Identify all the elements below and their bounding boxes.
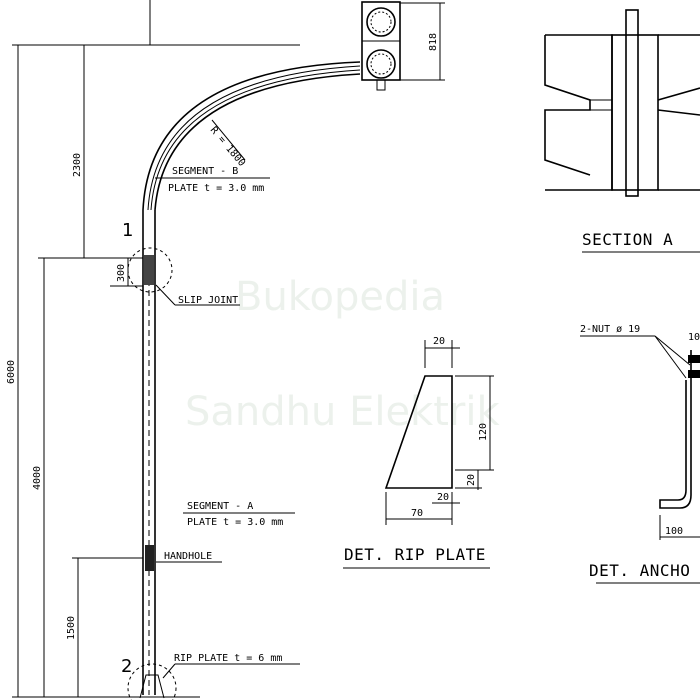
anchor-detail: 2-NUT ø 19 10 100 DET. ANCHO <box>580 324 700 584</box>
detail-2-bubble <box>127 663 177 700</box>
slip-length-label: 300 <box>116 264 127 282</box>
arm-curve-inner <box>154 73 361 211</box>
arm-curve-outer <box>142 61 361 211</box>
anchor-dim-bottom: 100 <box>665 526 683 537</box>
detail-marker-1: 1 <box>122 220 133 241</box>
anchor-bolt <box>659 350 692 509</box>
rip-dim-top: 20 <box>433 336 445 347</box>
anchor-nut-2 <box>688 370 700 378</box>
detail-marker-2: 2 <box>121 656 132 677</box>
watermark-line-2: Sandhu Elektrik <box>185 389 500 435</box>
radius-label: R = 1800 <box>208 125 247 169</box>
rip-plate-detail: 20 120 20 20 70 DET. RIP PLATE <box>343 336 494 569</box>
plate-b-label: PLATE t = 3.0 mm <box>168 183 264 194</box>
segment-a-label: SEGMENT - A <box>187 501 253 512</box>
segment-b-label: SEGMENT - B <box>172 166 238 177</box>
rip-dim-base: 70 <box>411 508 423 519</box>
rip-dim-base-small: 20 <box>437 492 449 503</box>
total-height-label: 6000 <box>6 360 17 384</box>
arm-curve-mid-1 <box>147 65 361 211</box>
signal-lamp-bottom <box>366 49 396 79</box>
watermark-line-1: Bukopedia <box>235 274 445 320</box>
rip-plate-title: DET. RIP PLATE <box>344 545 486 564</box>
anchor-dim-top: 10 <box>688 332 700 343</box>
slip-joint-label: SLIP JOINT <box>178 295 238 306</box>
seg-b-height-label: 2300 <box>72 153 83 177</box>
head-dim-label: 818 <box>428 33 439 51</box>
section-a-detail: SECTION A <box>544 9 700 253</box>
anchor-title: DET. ANCHO <box>589 561 690 580</box>
section-a-title: SECTION A <box>582 230 673 249</box>
handhole-height-label: 1500 <box>66 616 77 640</box>
seg-a-height-label: 4000 <box>32 466 43 490</box>
rip-dim-inner: 20 <box>466 474 477 486</box>
center-flange <box>625 9 639 197</box>
height-dimensions: 6000 2300 300 4000 1500 <box>6 45 143 698</box>
handhole-mark <box>145 545 154 571</box>
rip-dim-height: 120 <box>478 423 489 441</box>
watermark: Bukopedia Sandhu Elektrik <box>185 274 500 435</box>
handhole-label: HANDHOLE <box>164 551 212 562</box>
traffic-signal-head <box>361 1 401 91</box>
rip-plate-shape <box>384 375 453 489</box>
slip-joint-mark <box>144 255 154 285</box>
anchor-nut-1 <box>688 355 700 363</box>
plate-a-label: PLATE t = 3.0 mm <box>187 517 283 528</box>
rip-plate-label: RIP PLATE t = 6 mm <box>174 653 282 664</box>
nut-label: 2-NUT ø 19 <box>580 324 640 335</box>
signal-lamp-top <box>366 7 396 37</box>
pole-elevation: 818 R = 1800 1 2 <box>12 0 445 700</box>
arm-curve-mid-2 <box>150 69 361 211</box>
callouts: SEGMENT - B PLATE t = 3.0 mm SLIP JOINT … <box>155 166 300 679</box>
